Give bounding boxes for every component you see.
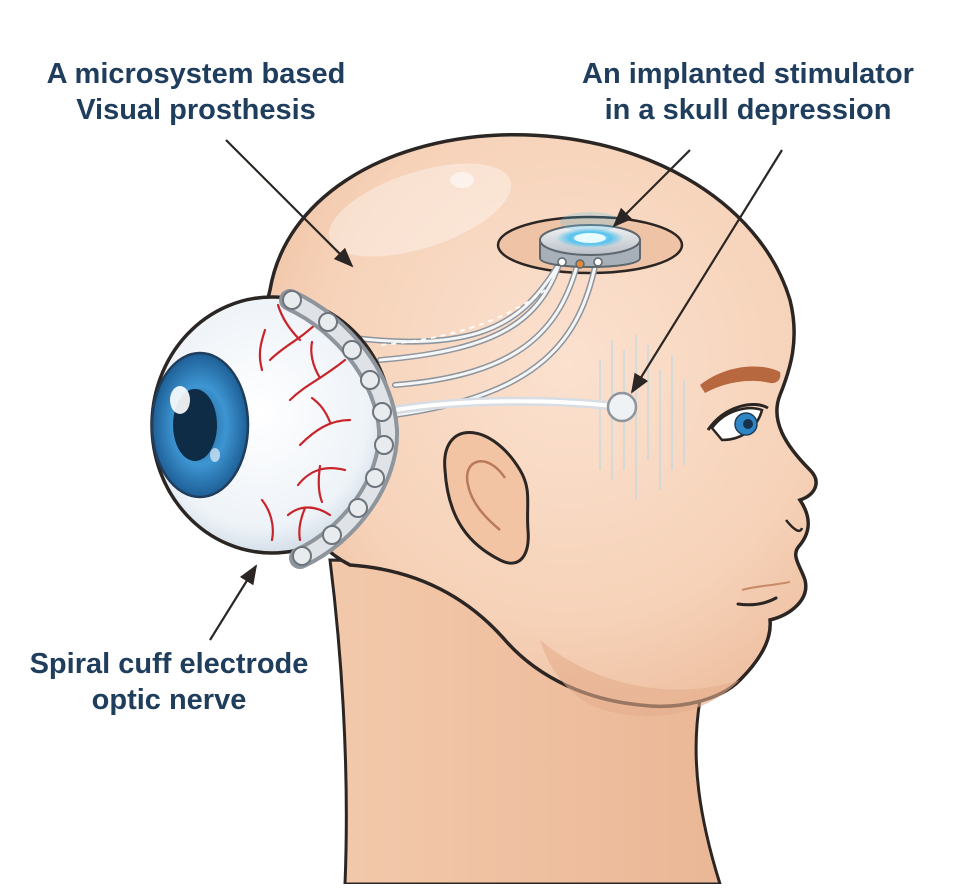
label-visual-prosthesis: A microsystem based Visual prosthesis: [16, 56, 376, 128]
eyeball-highlight: [170, 386, 190, 414]
label-spiral-cuff-line1: Spiral cuff electrode: [4, 646, 334, 682]
arrow-cuff: [210, 566, 256, 640]
temple-probe: [608, 393, 636, 421]
label-visual-prosthesis-line1: A microsystem based: [16, 56, 376, 92]
label-implanted-stimulator: An implanted stimulator in a skull depre…: [548, 56, 948, 128]
face-pupil: [743, 419, 753, 429]
head-highlight-small: [450, 172, 474, 188]
label-implanted-stimulator-line2: in a skull depression: [548, 92, 948, 128]
label-spiral-cuff-line2: optic nerve: [4, 682, 334, 718]
label-spiral-cuff: Spiral cuff electrode optic nerve: [4, 646, 334, 718]
label-implanted-stimulator-line1: An implanted stimulator: [548, 56, 948, 92]
label-visual-prosthesis-line2: Visual prosthesis: [16, 92, 376, 128]
